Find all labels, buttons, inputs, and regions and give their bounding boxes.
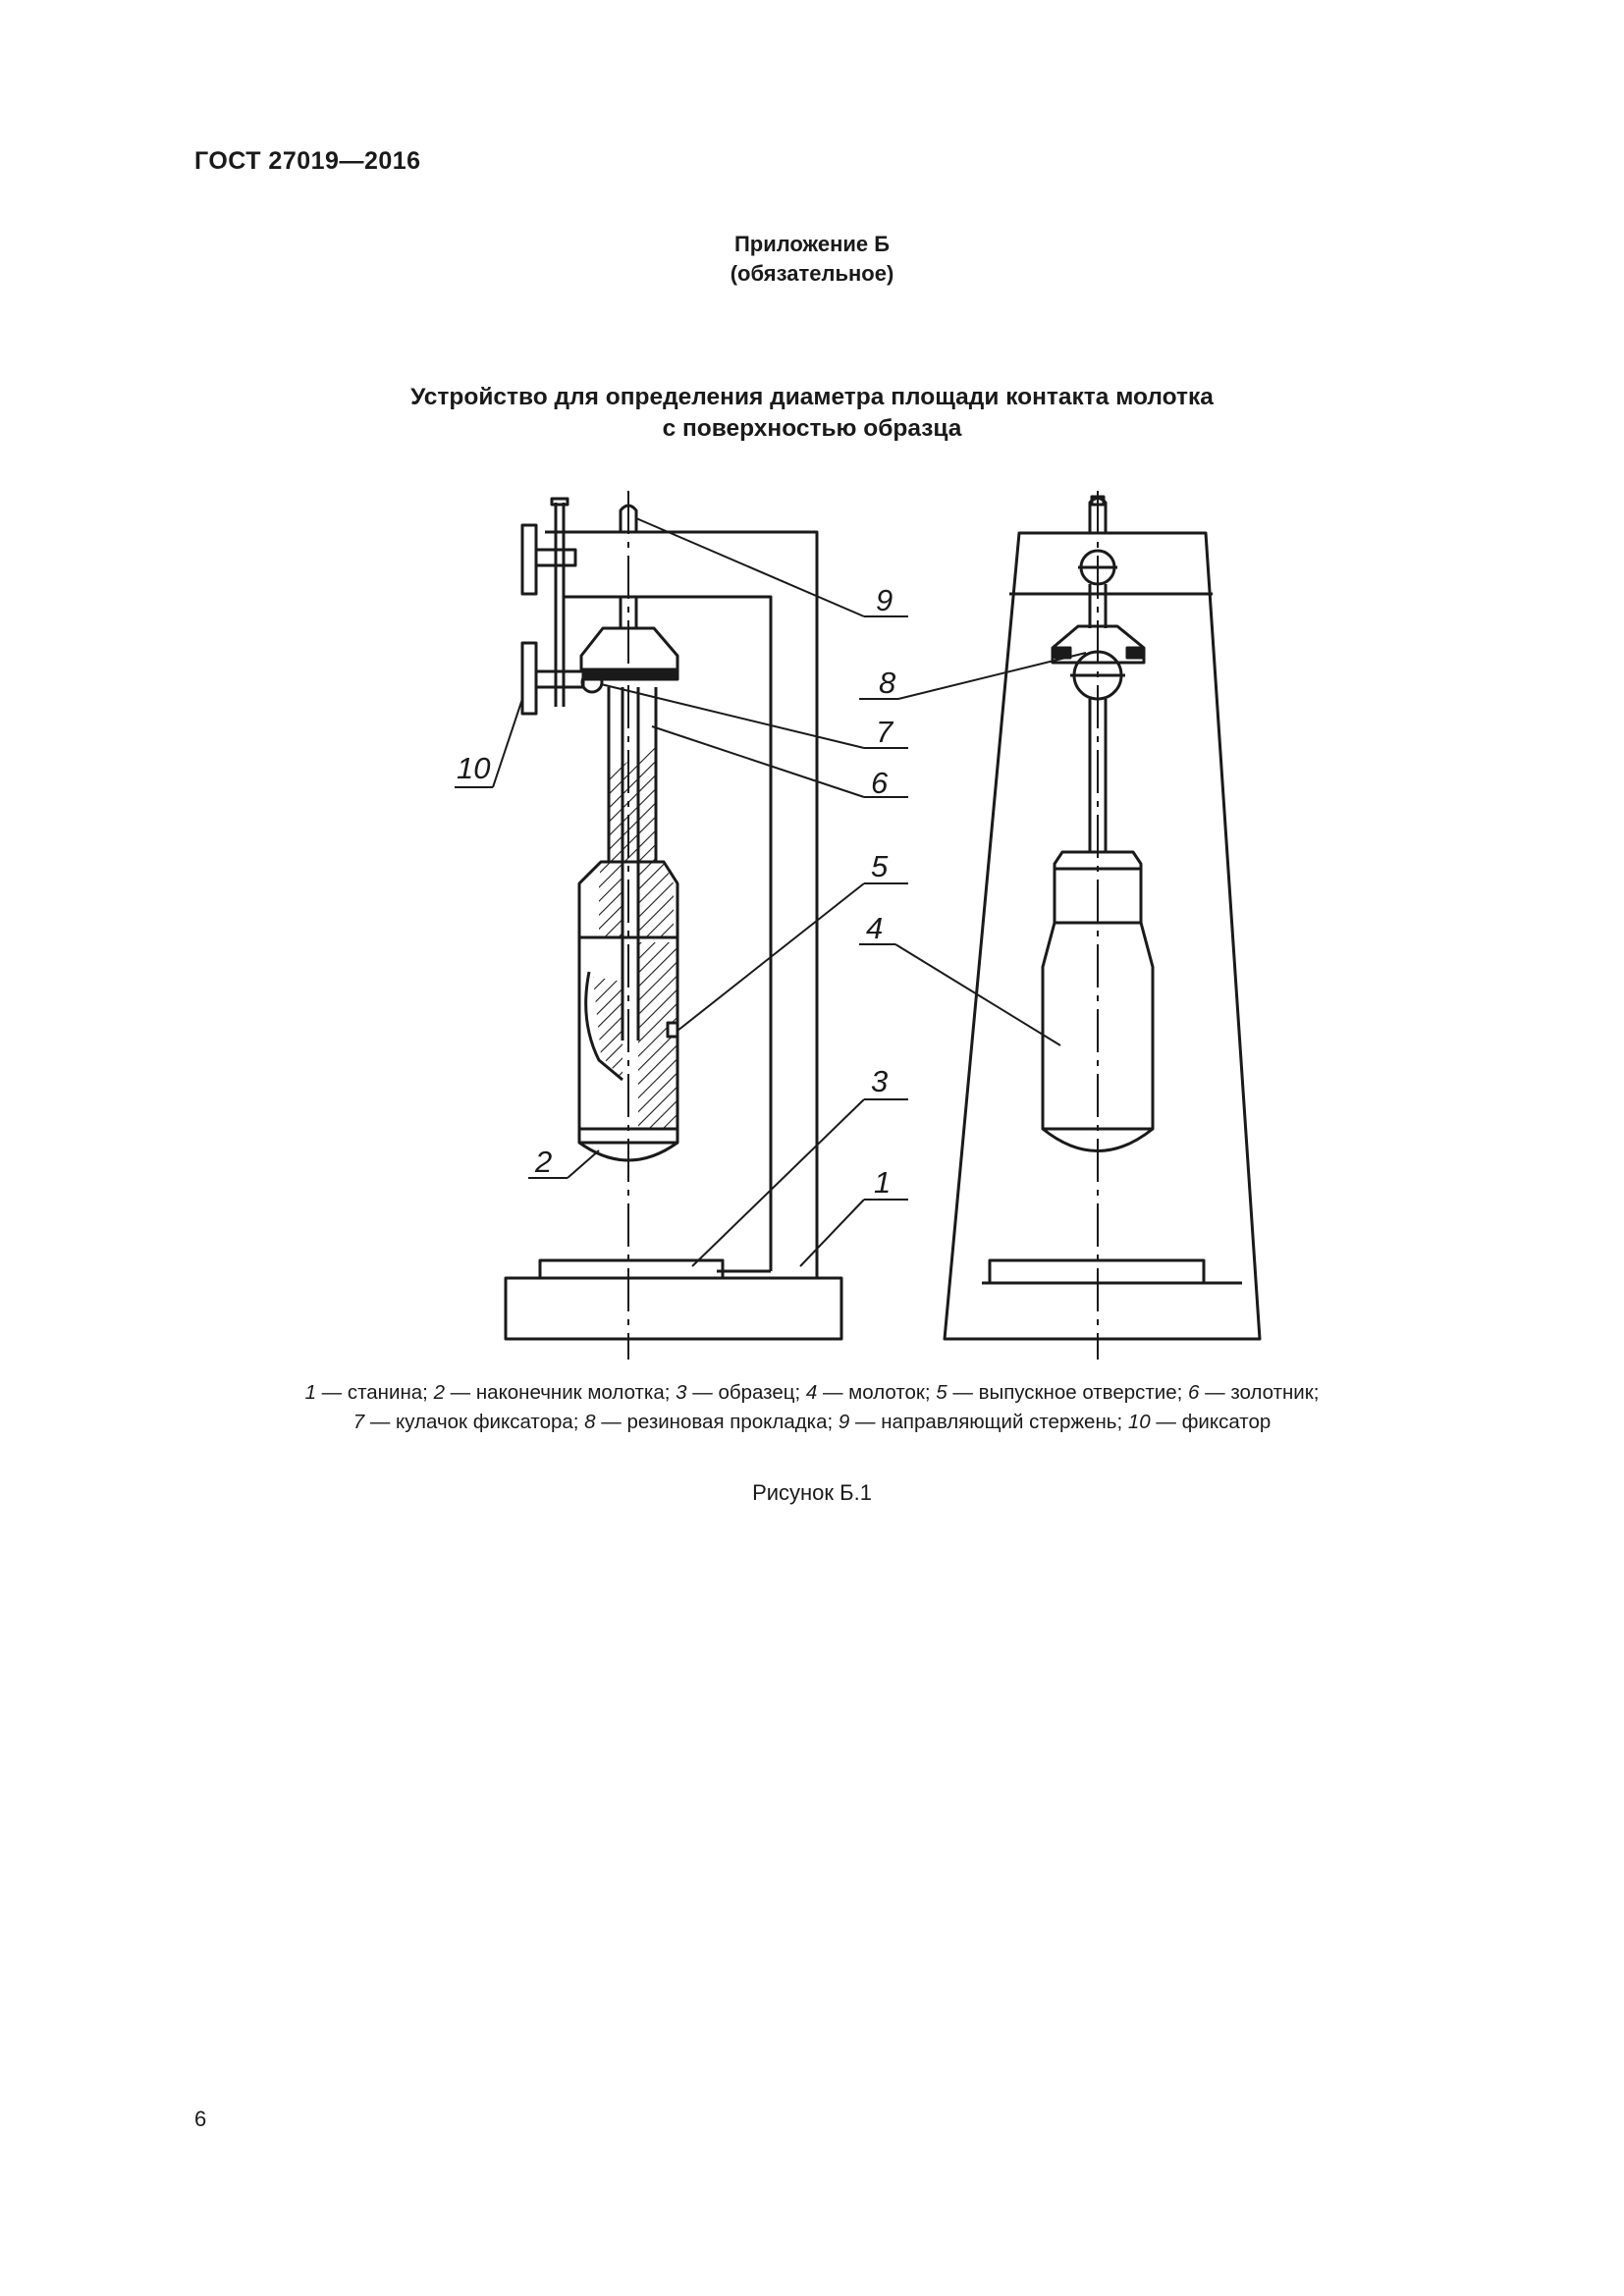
lock-knob-lower (520, 641, 538, 716)
figure-legend: 1 — станина; 2 — наконечник молотка; 3 —… (0, 1378, 1624, 1437)
legend-num: 9 (838, 1411, 850, 1433)
page-number: 6 (194, 2107, 207, 2131)
legend-text: — кулачок фиксатора; (364, 1411, 585, 1433)
legend-text: — направляющий стержень; (849, 1411, 1128, 1433)
side-view (504, 491, 843, 1360)
guide-rod-top (619, 504, 638, 532)
legend-num: 3 (676, 1381, 687, 1404)
legend-text: — резиновая прокладка; (595, 1411, 839, 1433)
sample-front (988, 1258, 1206, 1285)
legend-text: — станина; (315, 1381, 434, 1404)
legend-text: — образец; (686, 1381, 806, 1404)
legend-text: — выпускное отверстие; (947, 1381, 1189, 1404)
legend-text: — молоток; (817, 1381, 937, 1404)
callout-7: 7 (876, 715, 894, 749)
legend-text: — наконечник молотка; (444, 1381, 677, 1404)
legend-num: 5 (936, 1381, 947, 1404)
figure-title-line-1: Устройство для определения диаметра площ… (410, 384, 1214, 410)
callout-2: 2 (534, 1145, 552, 1179)
callout-9: 9 (876, 583, 893, 617)
document-header: ГОСТ 27019—2016 (194, 147, 421, 175)
annex-title: Приложение Б (733, 232, 891, 256)
figure-caption: Рисунок Б.1 (752, 1480, 872, 1505)
legend-num: 6 (1188, 1381, 1200, 1404)
front-hammer-tip (1042, 1127, 1154, 1152)
callout-3: 3 (871, 1064, 888, 1098)
legend-num: 4 (805, 1381, 818, 1404)
callout-6: 6 (871, 766, 889, 800)
legend-line-2: 7 — кулачок фиксатора; 8 — резиновая про… (0, 1408, 1624, 1437)
hammer-tip (578, 1141, 678, 1162)
lock-knob-upper (520, 523, 538, 596)
callout-8: 8 (879, 666, 896, 700)
legend-num: 7 (352, 1411, 365, 1433)
figure-title: Устройство для определения диаметра площ… (0, 382, 1624, 445)
front-hammer (1041, 922, 1155, 1131)
figure-title-line-2: с поверхностью образца (662, 415, 962, 442)
legend-text: — фиксатор (1150, 1411, 1272, 1433)
frame-inner (565, 595, 773, 1271)
sample (538, 1258, 725, 1280)
legend-num: 8 (584, 1411, 596, 1433)
legend-num: 1 (304, 1381, 316, 1404)
annex-status: (обязательное) (730, 261, 894, 286)
front-head (1051, 624, 1146, 665)
legend-line-1: 1 — станина; 2 — наконечник молотка; 3 —… (0, 1378, 1624, 1408)
base (504, 1276, 843, 1341)
callout-5: 5 (871, 849, 889, 883)
front-view (943, 491, 1262, 1360)
legend-num: 10 (1127, 1411, 1151, 1433)
legend-num: 2 (433, 1381, 445, 1404)
callout-4: 4 (866, 911, 883, 945)
leader-lines (455, 517, 1087, 1267)
hammer-tip-band (577, 1127, 679, 1145)
stand-outline (943, 531, 1262, 1341)
frame-outer (545, 530, 819, 1278)
legend-text: — золотник; (1199, 1381, 1320, 1404)
callout-1: 1 (874, 1165, 891, 1200)
callout-10: 10 (457, 751, 490, 785)
